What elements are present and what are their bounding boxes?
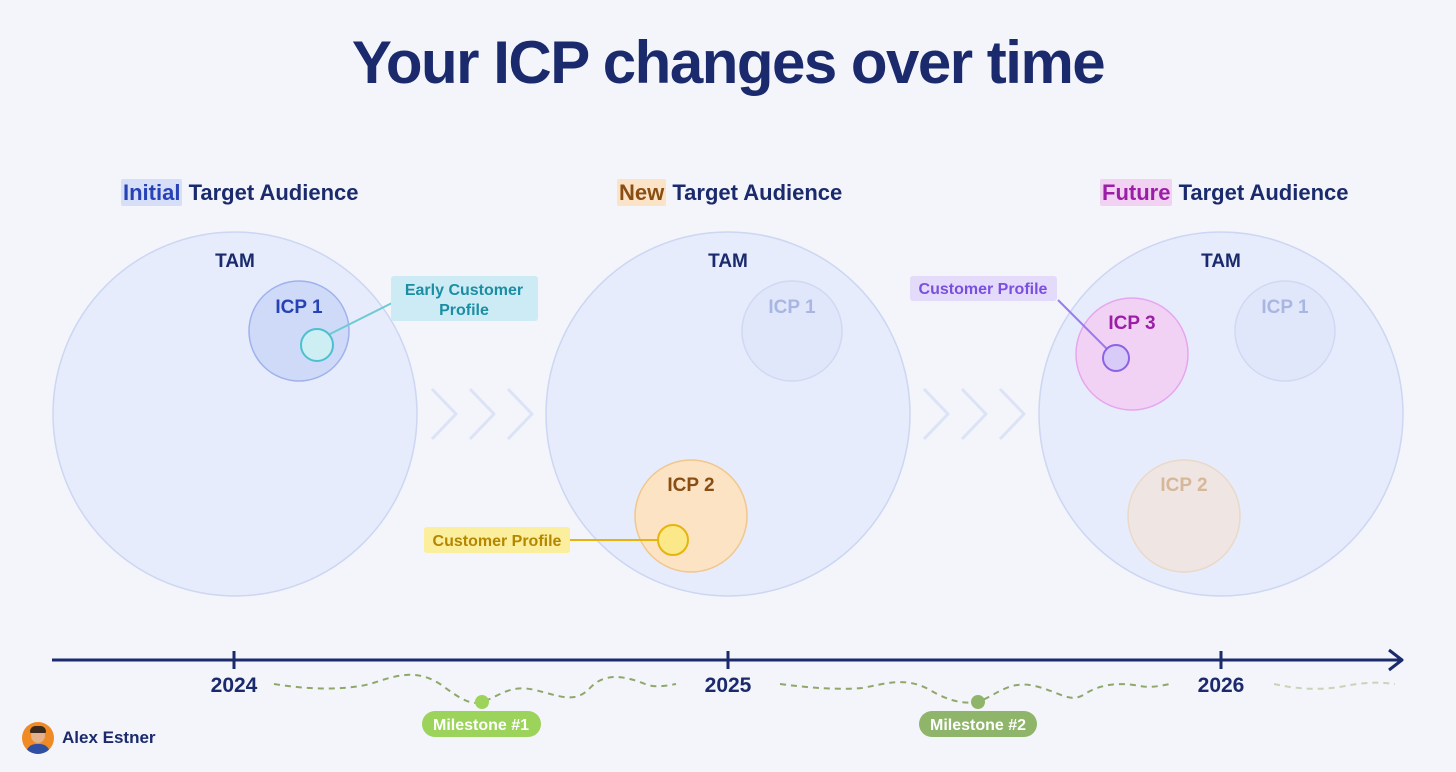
chevron-right-icon bbox=[922, 387, 950, 441]
arrow-right-icon bbox=[1388, 648, 1404, 672]
chevron-right-icon bbox=[430, 387, 458, 441]
milestone-path-3 bbox=[1273, 681, 1396, 690]
icp1-label-2024: ICP 1 bbox=[275, 297, 323, 318]
profile-2025-marker bbox=[657, 524, 689, 556]
icp1-label-2025: ICP 1 bbox=[768, 297, 816, 318]
profile-2026-callout bbox=[910, 276, 1057, 301]
milestone-1-pill bbox=[422, 711, 541, 737]
chevron-right-icon bbox=[506, 387, 534, 441]
icp3-circle-2026 bbox=[1075, 297, 1189, 411]
milestone-2-pill bbox=[919, 711, 1037, 737]
early-profile-marker bbox=[300, 328, 334, 362]
profile-2026-label: Customer Profile bbox=[919, 281, 1048, 298]
heading-future-highlight: Future bbox=[1100, 179, 1173, 206]
heading-new-highlight: New bbox=[617, 179, 667, 206]
profile-2026-marker bbox=[1102, 344, 1130, 372]
icp2-label-2025: ICP 2 bbox=[667, 475, 714, 496]
icp1-circle-2026 bbox=[1234, 280, 1336, 382]
heading-future: Future Target Audience bbox=[1100, 179, 1349, 206]
heading-new-rest: Target Audience bbox=[666, 180, 843, 205]
tam-label-2026: TAM bbox=[1201, 251, 1241, 272]
heading-future-rest: Target Audience bbox=[1172, 180, 1349, 205]
milestone-2-label: Milestone #2 bbox=[930, 717, 1026, 734]
profile-2025-callout bbox=[424, 527, 570, 553]
chevron-right-icon bbox=[468, 387, 496, 441]
chevrons-2 bbox=[922, 387, 1026, 441]
heading-initial-highlight: Initial bbox=[121, 179, 183, 206]
author-name: Alex Estner bbox=[62, 728, 156, 747]
heading-new: New Target Audience bbox=[617, 179, 843, 206]
heading-initial-rest: Target Audience bbox=[182, 180, 359, 205]
icp1-circle-2025 bbox=[741, 280, 843, 382]
profile-2025-label: Customer Profile bbox=[433, 533, 562, 550]
year-2025: 2025 bbox=[705, 674, 752, 697]
avatar bbox=[22, 722, 54, 754]
early-profile-line1: Early Customer bbox=[405, 282, 523, 299]
chevron-right-icon bbox=[998, 387, 1026, 441]
milestone-2-dot bbox=[971, 695, 985, 709]
early-profile-callout bbox=[391, 276, 538, 321]
milestone-path-2 bbox=[779, 681, 1171, 704]
profile-2026-connector bbox=[1057, 299, 1109, 351]
heading-initial: Initial Target Audience bbox=[121, 179, 359, 206]
author-badge: Alex Estner bbox=[22, 722, 156, 754]
early-profile-line2: Profile bbox=[439, 302, 489, 319]
icp2-label-2026: ICP 2 bbox=[1160, 475, 1207, 496]
chevron-right-icon bbox=[960, 387, 988, 441]
icp1-label-2026: ICP 1 bbox=[1261, 297, 1309, 318]
icp2-circle-2026 bbox=[1127, 459, 1241, 573]
year-2026: 2026 bbox=[1198, 674, 1245, 697]
chevrons-1 bbox=[430, 387, 534, 441]
tam-label-2025: TAM bbox=[708, 251, 748, 272]
icp3-label-2026: ICP 3 bbox=[1108, 313, 1155, 334]
milestone-1-label: Milestone #1 bbox=[433, 717, 529, 734]
early-profile-connector bbox=[317, 299, 399, 341]
tam-circle-2024 bbox=[52, 231, 418, 597]
milestone-1-dot bbox=[475, 695, 489, 709]
milestone-path-1 bbox=[273, 673, 677, 704]
tam-label-2024: TAM bbox=[215, 251, 255, 272]
page-title: Your ICP changes over time bbox=[351, 29, 1106, 96]
year-2024: 2024 bbox=[211, 674, 258, 697]
